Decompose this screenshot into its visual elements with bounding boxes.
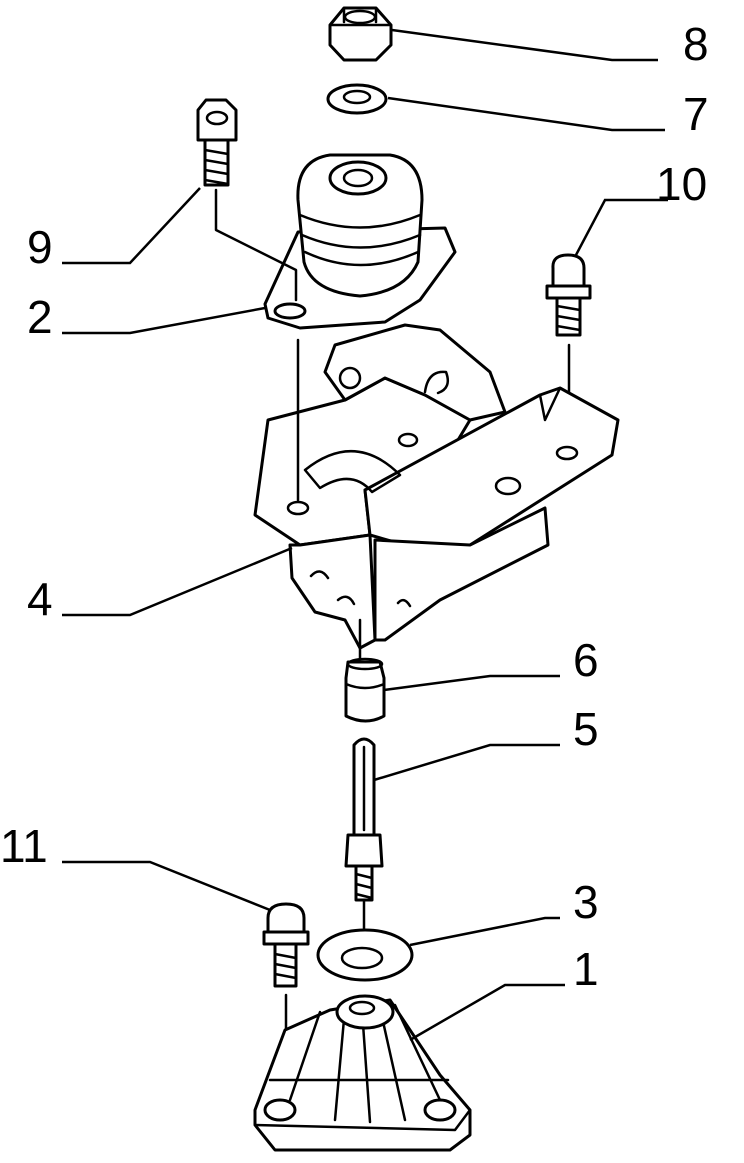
part-7-washer <box>326 83 388 115</box>
callout-2: 2 <box>27 291 53 343</box>
leader-1 <box>409 983 565 1042</box>
leader-3 <box>409 916 560 947</box>
part-5-shaft <box>344 737 384 902</box>
callout-7: 7 <box>683 88 709 140</box>
part-2-rubber-mount <box>263 153 457 330</box>
leader-9 <box>62 187 201 265</box>
callout-10: 10 <box>656 158 707 210</box>
leader-6 <box>383 674 560 692</box>
callout-labels: 8 7 10 9 2 4 6 5 11 3 1 <box>0 18 709 995</box>
callout-11: 11 <box>0 820 48 872</box>
callout-8: 8 <box>683 18 709 70</box>
part-8-nut <box>328 6 393 62</box>
leader-4 <box>62 546 293 617</box>
part-3-washer <box>316 898 414 982</box>
leader-11 <box>62 860 271 912</box>
callout-4: 4 <box>27 573 53 625</box>
leader-7 <box>387 96 665 132</box>
callout-9: 9 <box>27 221 53 273</box>
callout-1: 1 <box>573 943 599 995</box>
callout-6: 6 <box>573 634 599 686</box>
leader-5 <box>373 743 560 782</box>
callout-5: 5 <box>573 703 599 755</box>
leader-10 <box>574 198 668 256</box>
part-1-base <box>253 994 472 1152</box>
leader-8 <box>391 28 658 62</box>
leader-2 <box>62 306 266 335</box>
part-4-bracket <box>253 323 620 650</box>
part-9-bolt <box>196 98 298 302</box>
leader-lines <box>62 28 668 1042</box>
part-6-sleeve <box>344 618 386 723</box>
callout-3: 3 <box>573 876 599 928</box>
